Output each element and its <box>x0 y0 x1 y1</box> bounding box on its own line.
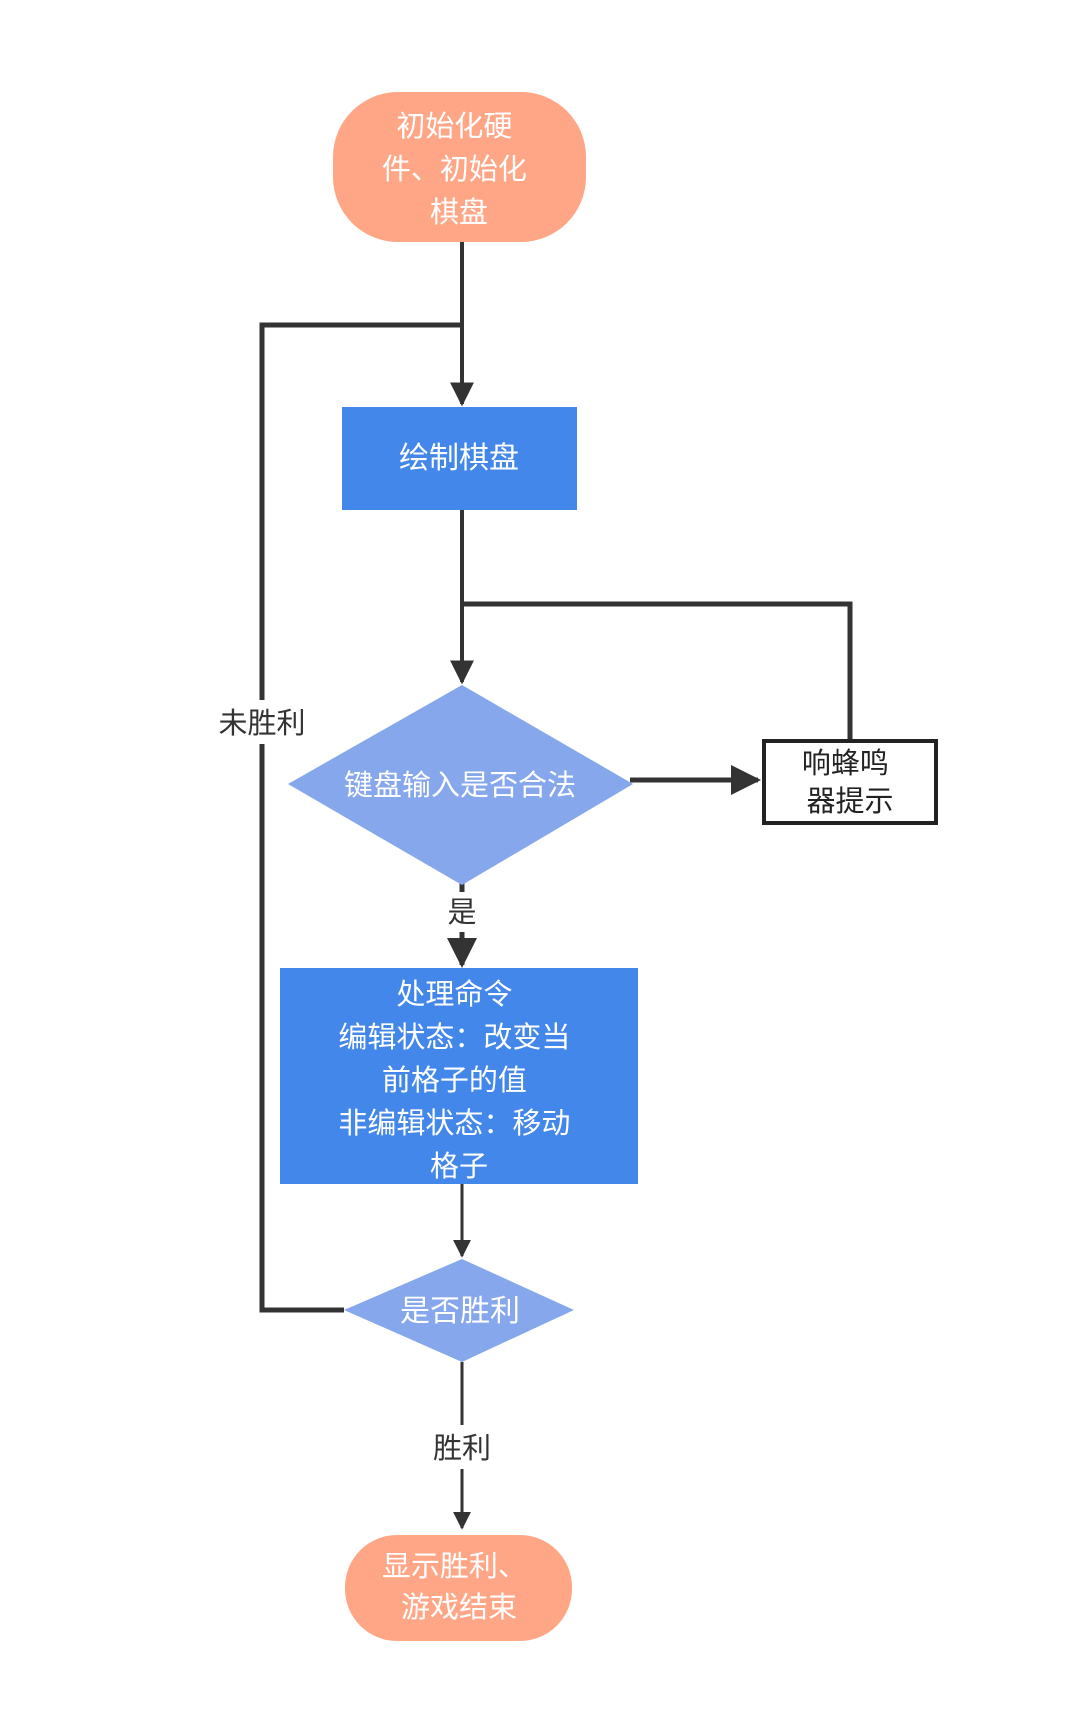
edge-label-won: 胜利 <box>433 1431 491 1465</box>
check-win-label: 是否胜利 <box>400 1294 520 1329</box>
check-win-shape <box>344 1259 574 1362</box>
edge-label-won-bg <box>420 1425 504 1469</box>
process-command-line-4: 非编辑状态：移动 <box>338 1106 570 1140</box>
process-command-line-1: 处理命令 <box>396 977 512 1011</box>
draw-board-shape <box>342 407 577 510</box>
edge-label-yes-bg <box>446 892 480 932</box>
edge-buzzer-loop <box>462 601 853 741</box>
check-input-label: 键盘输入是否合法 <box>344 768 576 802</box>
buzzer-node: 响蜂鸣 器提示 <box>762 739 938 825</box>
start-label-line-3: 棋盘 <box>430 195 488 229</box>
buzzer-shape <box>762 739 938 825</box>
process-command-shape <box>280 968 638 1184</box>
check-win-node: 是否胜利 <box>344 1259 574 1362</box>
start-label-line-1: 初始化硬 <box>396 109 512 143</box>
edge-not-won-loop <box>259 322 462 1313</box>
buzzer-label: 响蜂鸣 器提示 <box>802 746 898 818</box>
end-label: 显示胜利、 游戏结束 <box>382 1549 536 1624</box>
end-label-line-2: 游戏结束 <box>401 1590 517 1624</box>
buzzer-label-line-1: 响蜂鸣 <box>802 746 889 780</box>
edge-label-not-won: 未胜利 <box>218 706 305 740</box>
process-command-line-3: 前格子的值 <box>382 1063 527 1097</box>
end-label-line-1: 显示胜利、 <box>382 1549 527 1583</box>
process-command-label: 处理命令 编辑状态：改变当 前格子的值 非编辑状态：移动 格子 <box>338 977 579 1183</box>
buzzer-label-line-2: 器提示 <box>806 784 893 818</box>
start-label-line-2: 件、初始化 <box>382 152 527 186</box>
start-node: 初始化硬 件、初始化 棋盘 <box>333 92 586 242</box>
process-command-node: 处理命令 编辑状态：改变当 前格子的值 非编辑状态：移动 格子 <box>280 968 638 1184</box>
edge-label-not-won-bg <box>210 700 314 744</box>
end-shape <box>345 1535 572 1641</box>
process-command-line-2: 编辑状态：改变当 <box>338 1020 570 1054</box>
check-input-shape <box>288 685 633 885</box>
edge-label-yes: 是 <box>447 895 476 929</box>
end-node: 显示胜利、 游戏结束 <box>345 1535 572 1641</box>
draw-board-label: 绘制棋盘 <box>399 441 519 476</box>
start-shape <box>333 92 586 242</box>
process-command-line-5: 格子 <box>430 1149 488 1183</box>
check-input-node: 键盘输入是否合法 <box>288 685 633 885</box>
draw-board-node: 绘制棋盘 <box>342 407 577 510</box>
start-label: 初始化硬 件、初始化 棋盘 <box>382 109 536 229</box>
